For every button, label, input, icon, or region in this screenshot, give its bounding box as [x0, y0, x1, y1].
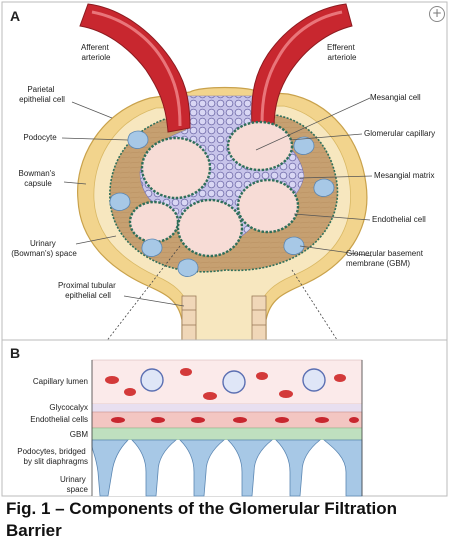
label-capillary-lumen: Capillary lumen — [33, 377, 88, 386]
gbm-layer — [91, 427, 363, 441]
red-blood-cell — [105, 376, 119, 384]
zoom-in-icon[interactable]: + — [429, 6, 445, 22]
label-podocyte: Podocyte — [23, 133, 57, 142]
figure-caption: Fig. 1 – Components of the Glomerular Fi… — [6, 499, 398, 540]
tubule-wall — [251, 295, 267, 341]
foot-process — [179, 439, 226, 497]
podocyte — [177, 258, 199, 277]
label-proximal-tubular-cell: Proximal tubular epithelial cell — [58, 281, 118, 300]
leader-line — [63, 181, 87, 185]
foot-process — [91, 439, 129, 497]
panel-b-letter: B — [10, 345, 20, 361]
endothelial-nucleus — [349, 417, 359, 423]
efferent-arteriole-lumen — [260, 10, 343, 125]
endothelial-nuclei — [111, 417, 359, 423]
leader-line — [71, 101, 113, 119]
endothelial-nucleus — [111, 417, 125, 423]
panel-a-letter: A — [10, 8, 20, 24]
foot-process — [275, 439, 322, 497]
capillary-loops — [128, 120, 300, 258]
afferent-arteriole — [79, 3, 191, 133]
label-mesangial-matrix: Mesangial matrix — [374, 171, 434, 180]
foot-process — [131, 439, 178, 497]
leader-line — [293, 213, 371, 221]
endothelial-nucleus — [151, 417, 165, 423]
red-blood-cell — [124, 388, 136, 396]
label-afferent-arteriole: Afferent arteriole — [81, 43, 111, 62]
podocyte — [109, 192, 131, 211]
label-glomerular-basement-membrane: Glomerular basement membrane (GBM) — [346, 249, 425, 268]
podocytes — [109, 130, 335, 277]
leader-line — [75, 235, 117, 245]
leader-line — [289, 133, 363, 141]
foot-process — [227, 439, 274, 497]
podocyte-layer — [92, 440, 362, 496]
red-blood-cell — [279, 390, 293, 398]
label-mesangial-cell: Mesangial cell — [370, 93, 421, 102]
endothelial-nucleus — [315, 417, 329, 423]
proximal-tubule — [181, 295, 267, 341]
foot-process — [322, 439, 363, 497]
leukocyte — [222, 370, 246, 394]
endothelial-nucleus — [191, 417, 205, 423]
leader-line — [255, 97, 371, 151]
leader-line — [61, 137, 129, 141]
glycocalyx-layer — [92, 404, 362, 412]
label-bowmans-capsule: Bowman's capsule — [19, 169, 58, 188]
leukocyte — [302, 368, 326, 392]
podocyte-foot-processes — [91, 439, 363, 497]
leader-line — [123, 295, 185, 307]
label-gbm: GBM — [70, 430, 89, 439]
label-efferent-arteriole: Efferent arteriole — [327, 43, 357, 62]
podocyte — [313, 178, 335, 197]
label-podocytes: Podocytes, bridged by slit diaphragms — [17, 447, 88, 466]
capillary-loop — [236, 178, 300, 234]
label-glycocalyx: Glycocalyx — [49, 403, 88, 412]
capillary-loop — [176, 198, 244, 258]
leader-line — [299, 175, 373, 179]
podocyte — [283, 236, 305, 255]
label-parietal-epithelial-cell: Parietal epithelial cell — [19, 85, 65, 104]
capillary-loop — [140, 136, 212, 200]
leader-line — [299, 245, 373, 257]
capillary-loop — [226, 120, 294, 172]
label-endothelial-cells: Endothelial cells — [30, 415, 88, 424]
capillary-loop — [128, 200, 180, 244]
podocyte — [141, 238, 163, 257]
red-blood-cell — [180, 368, 192, 376]
red-blood-cell — [256, 372, 268, 380]
label-urinary-space-b: Urinary space — [60, 475, 89, 494]
red-blood-cell — [203, 392, 217, 400]
red-blood-cell — [334, 374, 346, 382]
tubule-wall — [181, 295, 197, 341]
label-glomerular-capillary: Glomerular capillary — [364, 129, 435, 138]
label-endothelial-cell: Endothelial cell — [372, 215, 426, 224]
filtration-barrier-layers — [91, 359, 363, 496]
afferent-arteriole-lumen — [91, 10, 182, 127]
leader-lines — [61, 97, 373, 307]
lumen-cells — [105, 368, 346, 400]
endothelial-nucleus — [275, 417, 289, 423]
endothelial-nucleus — [233, 417, 247, 423]
label-urinary-space: Urinary (Bowman's) space — [11, 239, 77, 258]
podocyte — [127, 130, 149, 149]
leukocyte — [140, 368, 164, 392]
podocyte — [293, 136, 315, 155]
